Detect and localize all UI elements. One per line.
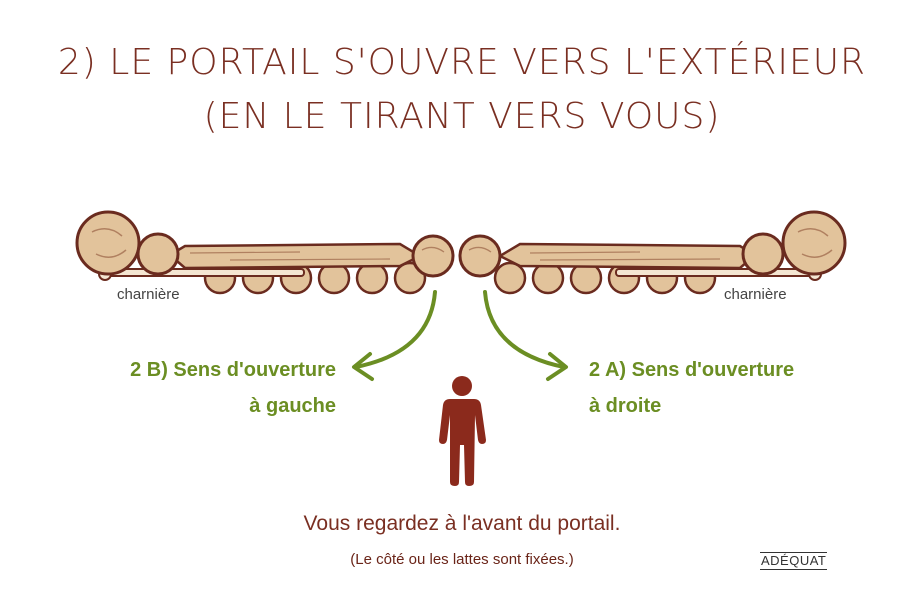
right-post-big bbox=[781, 210, 847, 276]
direction-left-label: 2 B) Sens d'ouverture à gauche bbox=[60, 352, 336, 424]
left-rail bbox=[167, 242, 423, 270]
direction-left-line1: 2 B) Sens d'ouverture bbox=[130, 359, 336, 381]
left-hinge-bar bbox=[103, 268, 305, 277]
subcaption: (Le côté ou les lattes sont fixées.) bbox=[350, 551, 574, 568]
arrow-left-opening bbox=[352, 290, 437, 381]
left-post-big bbox=[75, 210, 141, 276]
arrow-right-opening bbox=[483, 290, 568, 381]
title-line-2: (EN LE TIRANT VERS VOUS) bbox=[203, 96, 721, 137]
right-gate-leaf bbox=[458, 210, 847, 295]
caption: Vous regardez à l'avant du portail. bbox=[303, 512, 621, 535]
hinge-label-right: charnière bbox=[724, 286, 787, 303]
title-line-1: 2) LE PORTAIL S'OUVRE VERS L'EXTÉRIEUR bbox=[57, 42, 867, 83]
direction-right-label: 2 A) Sens d'ouverture à droite bbox=[589, 352, 889, 424]
right-end-post bbox=[458, 234, 502, 278]
left-end-post bbox=[411, 234, 455, 278]
left-gate-leaf bbox=[75, 210, 455, 295]
left-post-small bbox=[136, 232, 180, 276]
direction-right-line2: à droite bbox=[589, 395, 662, 417]
brand-logo: ADÉQUAT bbox=[760, 552, 828, 570]
hinge-label-left: charnière bbox=[117, 286, 180, 303]
right-post-small bbox=[741, 232, 785, 276]
direction-left-line2: à gauche bbox=[249, 395, 336, 417]
person-icon bbox=[439, 376, 486, 486]
right-hinge-bar bbox=[615, 268, 817, 277]
right-rail bbox=[497, 242, 758, 270]
direction-right-line1: 2 A) Sens d'ouverture bbox=[589, 359, 795, 381]
